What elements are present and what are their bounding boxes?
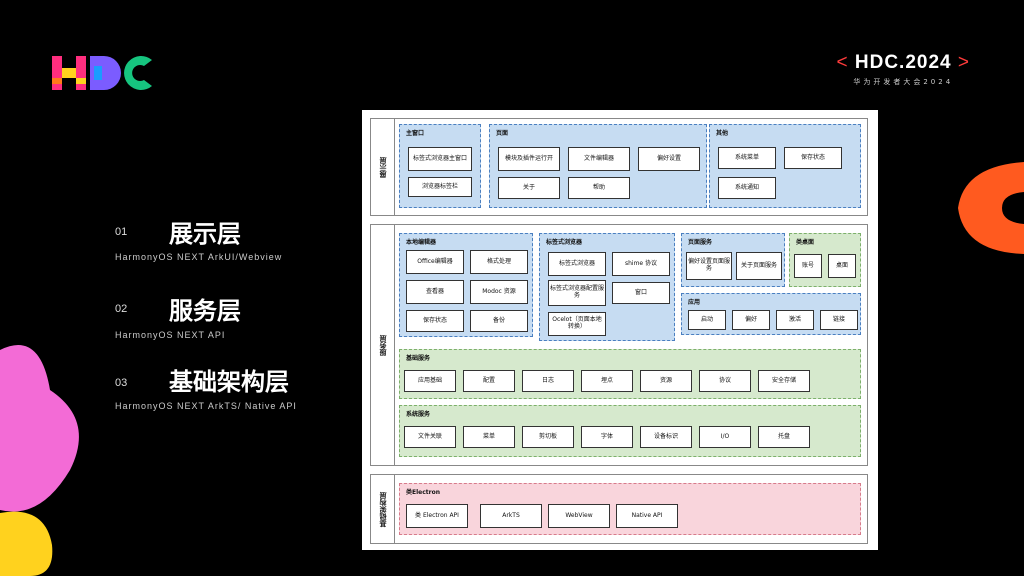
layer-name: 服务层 [169, 297, 241, 325]
group-tab-browser: 标签式浏览器 标签式浏览器 shime 协议 标签式浏览器配置服务 窗口 Oce… [539, 233, 675, 341]
infra-layer: 基础架构层 类Electron 类 Electron API ArkTS Web… [370, 474, 868, 544]
group-page-service: 页面服务 偏好设置页面服务 关于页面服务 [681, 233, 785, 287]
diagram-box: 菜单 [463, 426, 515, 448]
diagram-box: I/O [699, 426, 751, 448]
diagram-box: 桌面 [828, 254, 856, 278]
layer-number: 03 [115, 377, 128, 389]
diagram-box: ArkTS [480, 504, 542, 528]
diagram-box: 设备标识 [640, 426, 692, 448]
diagram-box: 账号 [794, 254, 822, 278]
layer-item-service: 02 服务层 HarmonyOS NEXT API [115, 297, 355, 348]
diagram-box: 偏好设置页面服务 [686, 252, 732, 280]
diagram-box: 协议 [699, 370, 751, 392]
diagram-box: 模块及插件运行开 [498, 147, 560, 171]
diagram-box: 托盘 [758, 426, 810, 448]
diagram-box: 关于 [498, 177, 560, 199]
diagram-box: 文件关联 [404, 426, 456, 448]
group-desktop: 类桌面 账号 桌面 [789, 233, 861, 287]
diagram-box: 帮助 [568, 177, 630, 199]
layer-side-label: 基础架构层 [371, 475, 395, 543]
diagram-box: Native API [616, 504, 678, 528]
diagram-box: 查看器 [406, 280, 464, 304]
diagram-box: 偏好 [732, 310, 770, 330]
diagram-box: 链接 [820, 310, 858, 330]
diagram-box: 窗口 [612, 282, 670, 304]
diagram-box: Office编辑器 [406, 250, 464, 274]
diagram-box: 应用基础 [404, 370, 456, 392]
diagram-box: 剪切板 [522, 426, 574, 448]
service-layer: 服务层 本地编辑器 Office编辑器 格式处理 查看器 Modoc 资源 保存… [370, 224, 868, 466]
group-app: 应用 启动 偏好 激活 链接 [681, 293, 861, 335]
layer-desc: HarmonyOS NEXT ArkUI/Webview [115, 252, 283, 262]
diagram-box: 埋点 [581, 370, 633, 392]
conference-title: < HDC.2024 > [836, 52, 970, 73]
layer-name: 基础架构层 [169, 368, 289, 396]
decorative-magenta-blob [0, 345, 79, 512]
diagram-box: 日志 [522, 370, 574, 392]
diagram-box: 备份 [470, 310, 528, 332]
diagram-box: shime 协议 [612, 252, 670, 276]
presentation-layer: 展示层 主窗口 标签式浏览器主窗口 浏览器标签栏 页面 模块及插件运行开 文件编… [370, 118, 868, 216]
group-system-service: 系统服务 文件关联 菜单 剪切板 字体 设备标识 I/O 托盘 [399, 405, 861, 457]
diagram-box: 启动 [688, 310, 726, 330]
layer-side-label: 服务层 [371, 225, 395, 465]
diagram-box: 资源 [640, 370, 692, 392]
diagram-box: 安全存储 [758, 370, 810, 392]
diagram-box: 关于页面服务 [736, 252, 782, 280]
diagram-box: WebView [548, 504, 610, 528]
group-pages: 页面 模块及插件运行开 文件编辑器 偏好设置 关于 帮助 [489, 124, 707, 208]
layer-desc: HarmonyOS NEXT API [115, 330, 226, 340]
diagram-box: 配置 [463, 370, 515, 392]
decorative-orange-blob [958, 162, 1024, 254]
architecture-diagram: 展示层 主窗口 标签式浏览器主窗口 浏览器标签栏 页面 模块及插件运行开 文件编… [362, 110, 878, 550]
layer-item-presentation: 01 展示层 HarmonyOS NEXT ArkUI/Webview [115, 218, 355, 268]
diagram-box: Modoc 资源 [470, 280, 528, 304]
diagram-box: 格式处理 [470, 250, 528, 274]
diagram-box: 保存状态 [784, 147, 842, 169]
diagram-box: 系统菜单 [718, 147, 776, 169]
layer-name: 展示层 [169, 220, 241, 248]
diagram-box: 偏好设置 [638, 147, 700, 171]
diagram-box: 标签式浏览器主窗口 [408, 147, 472, 171]
group-main-window: 主窗口 标签式浏览器主窗口 浏览器标签栏 [399, 124, 481, 208]
layer-item-infra: 03 基础架构层 HarmonyOS NEXT ArkTS/ Native AP… [115, 368, 375, 420]
layer-side-label: 展示层 [371, 119, 395, 215]
group-local-editor: 本地编辑器 Office编辑器 格式处理 查看器 Modoc 资源 保存状态 备… [399, 233, 533, 337]
diagram-box: 类 Electron API [406, 504, 468, 528]
group-electron: 类Electron 类 Electron API ArkTS WebView N… [399, 483, 861, 535]
diagram-box: 保存状态 [406, 310, 464, 332]
diagram-box: 标签式浏览器配置服务 [548, 280, 606, 306]
diagram-box: 激活 [776, 310, 814, 330]
layer-number: 02 [115, 303, 128, 315]
layer-desc: HarmonyOS NEXT ArkTS/ Native API [115, 401, 297, 411]
group-base-service: 基础服务 应用基础 配置 日志 埋点 资源 协议 安全存储 [399, 349, 861, 399]
conference-subtitle: 华为开发者大会2024 [853, 78, 954, 86]
diagram-box: 浏览器标签栏 [408, 177, 472, 197]
diagram-box: Ocelot（页面本地转换） [548, 312, 606, 336]
diagram-box: 文件编辑器 [568, 147, 630, 171]
diagram-box: 系统通知 [718, 177, 776, 199]
conference-mark: < HDC.2024 > 华为开发者大会2024 [837, 52, 971, 87]
hdc-logo-icon [52, 56, 152, 90]
group-other: 其他 系统菜单 保存状态 系统通知 [709, 124, 861, 208]
layer-number: 01 [115, 226, 128, 238]
diagram-box: 标签式浏览器 [548, 252, 606, 276]
diagram-box: 字体 [581, 426, 633, 448]
decorative-yellow-blob [0, 511, 53, 576]
